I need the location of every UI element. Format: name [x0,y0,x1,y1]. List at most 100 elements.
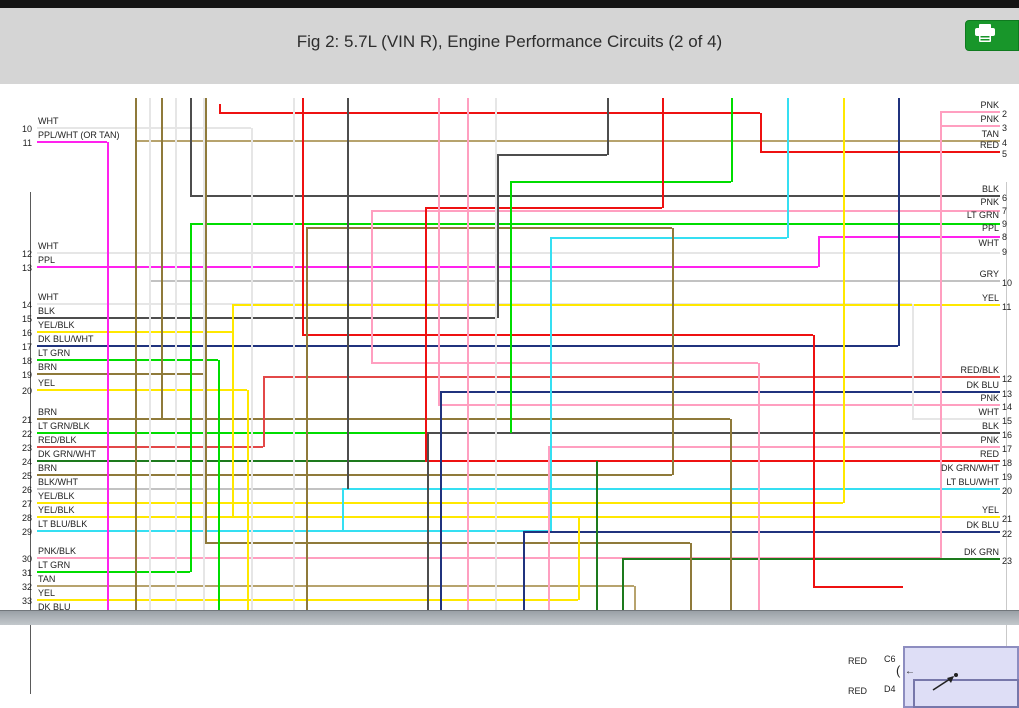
wire-color-label: BRN [38,463,58,473]
wire-segment [578,517,580,600]
wire-color-label: PNK [980,393,999,403]
wire-segment [161,98,163,419]
wire-number: 13 [21,263,32,273]
wire-number: 23 [1002,556,1013,566]
wire-segment [190,223,1000,225]
wire-number: 17 [21,342,32,352]
wire-number: 18 [21,356,32,366]
wire-number: 12 [1002,374,1013,384]
wire-segment [219,112,760,114]
wire-number: 19 [21,370,32,380]
wire-segment [425,208,427,461]
wire-color-label: PNK [980,435,999,445]
wire-segment [347,98,349,489]
wire-color-label: YEL/BLK [38,320,75,330]
wire-segment [302,334,813,336]
wire-segment [912,304,914,419]
wire-color-label: RED [979,449,999,459]
wire-number: 5 [1002,149,1008,159]
wire-segment [758,363,760,610]
wire-segment [37,557,940,559]
wire-number: 17 [1002,444,1013,454]
wire-color-label: YEL [981,293,999,303]
wire-segment [622,559,624,610]
connector-arrow-icon [925,669,965,698]
wire-segment [690,543,692,610]
wire-segment [438,98,440,405]
wire-segment [218,360,220,610]
wire-color-label: WHT [38,241,59,251]
wire-segment [175,98,177,610]
wire-segment [672,228,674,475]
wire-number: 8 [1002,232,1008,242]
wire-color-label: TAN [981,129,999,139]
wire-number: 22 [21,429,32,439]
wire-segment [622,558,1000,560]
wire-color-label: TAN [38,574,56,584]
wire-color-label: BRN [38,362,58,372]
wire-segment [371,362,758,364]
wire-color-label: LT GRN [38,348,71,358]
connector-c6-pin-label: C6 [884,654,896,664]
wire-number: 25 [21,471,32,481]
wire-number: 31 [21,568,32,578]
wire-color-label: PNK/BLK [38,546,77,556]
wire-segment [497,155,499,318]
page-title: Fig 2: 5.7L (VIN R), Engine Performance … [296,32,723,51]
wire-number: 15 [1002,416,1013,426]
wire-segment [342,489,344,531]
wire-segment [37,488,342,490]
wire-segment [440,392,442,610]
wire-color-label: BLK [981,421,999,431]
entry-arrow-icon: ← [905,666,915,677]
wire-segment [548,447,550,610]
wire-number: 15 [21,314,32,324]
wire-number: 24 [21,457,32,467]
wire-segment [37,141,107,143]
wire-number: 33 [21,596,32,606]
wire-segment [843,98,845,503]
wire-number: 23 [21,443,32,453]
wire-segment [940,125,1000,127]
bottom-scrollbar[interactable] [0,610,1019,625]
wire-segment [37,266,818,268]
wire-color-label: YEL [38,378,56,388]
wire-number: 7 [1002,206,1008,216]
wire-segment [306,228,308,610]
wire-number: 4 [1002,138,1008,148]
wire-number: 27 [21,499,32,509]
wire-color-label: PPL [981,223,999,233]
wire-color-label: WHT [38,292,59,302]
wire-segment [135,98,137,610]
wire-color-label: LT BLU/WHT [946,477,999,487]
wire-segment [550,237,787,239]
wire-segment [760,113,762,152]
wire-color-label: DK GRN [963,547,999,557]
wire-number: 28 [21,513,32,523]
window-top-strip [0,0,1019,8]
wire-segment [523,532,525,614]
wire-segment [548,446,1000,448]
wire-color-label: GRY [979,269,999,279]
connector-c6-wire-label: RED [848,656,868,666]
connector-d4-pin-label: D4 [884,684,896,694]
wire-segment [37,317,497,319]
wire-number: 18 [1002,458,1013,468]
wire-number: 29 [21,527,32,537]
wire-number: 11 [1002,302,1012,312]
wire-segment [190,224,192,572]
connector-entry-bracket: ( [896,663,901,678]
wire-number: 10 [1002,278,1013,288]
wire-segment [37,432,510,434]
wire-number: 21 [21,415,32,425]
wire-segment [523,531,1000,533]
wire-segment [371,211,373,363]
connector-d4-wire-label: RED [848,686,868,696]
wire-segment [818,236,1000,238]
wire-number: 30 [21,554,32,564]
print-button[interactable] [965,20,1019,51]
wire-color-label: PNK [980,100,999,110]
wire-color-label: BLK [38,306,56,316]
wire-color-label: LT GRN/BLK [38,421,90,431]
